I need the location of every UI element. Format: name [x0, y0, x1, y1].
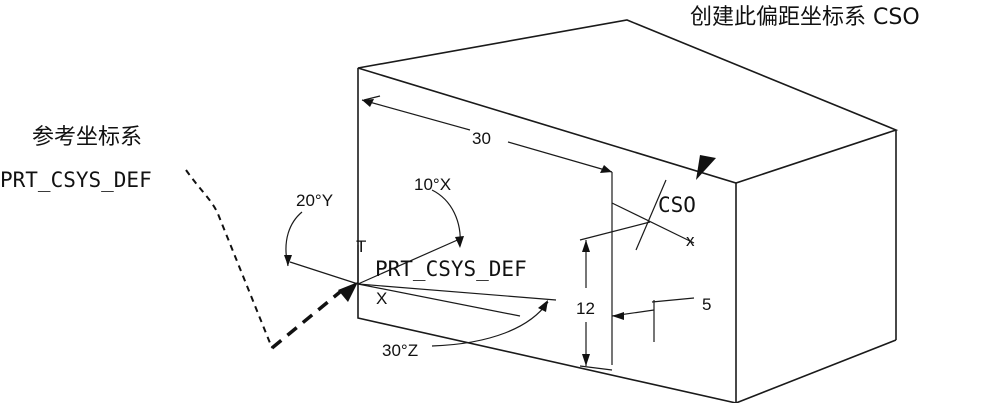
dim-12-label: 12	[576, 299, 595, 318]
cso-label: CSO	[658, 193, 696, 217]
csys-y-axis-tag: T	[356, 237, 366, 256]
rotation-30z: 30°Z	[382, 300, 549, 360]
rotation-10x: 10°X	[414, 175, 464, 248]
offset-csys: x CSO	[611, 155, 716, 251]
ref-csys-caption: 参考坐标系	[32, 125, 142, 150]
cso-axis-tag: x	[686, 231, 695, 250]
cso-pointer-arrowhead	[696, 155, 716, 180]
ref-leader-arrowhead	[338, 282, 358, 302]
dim-30-label: 30	[472, 129, 491, 148]
dim-5-label: 5	[702, 295, 711, 314]
dimension-30: 30	[361, 95, 613, 365]
csys-default-label: PRT_CSYS_DEF	[375, 257, 527, 281]
csys-x-axis-tag: X	[376, 289, 387, 308]
dimension-5: 5	[611, 295, 711, 342]
block-bottom-right-edge	[735, 339, 897, 403]
rot-z-label: 30°Z	[382, 341, 418, 360]
block-part	[357, 19, 899, 403]
rot-x-label: 10°X	[414, 175, 451, 194]
ref-leader	[185, 169, 358, 350]
ref-csys-name: PRT_CSYS_DEF	[0, 168, 152, 192]
rotation-20y: 20°Y	[284, 191, 333, 267]
dimension-12: 12	[576, 221, 651, 371]
title-annotation: 创建此偏距坐标系 CSO	[690, 5, 920, 30]
rot-y-label: 20°Y	[296, 191, 333, 210]
block-top-face	[357, 19, 899, 184]
block-front-face	[357, 68, 737, 403]
default-csys: T X PRT_CSYS_DEF	[289, 237, 557, 317]
